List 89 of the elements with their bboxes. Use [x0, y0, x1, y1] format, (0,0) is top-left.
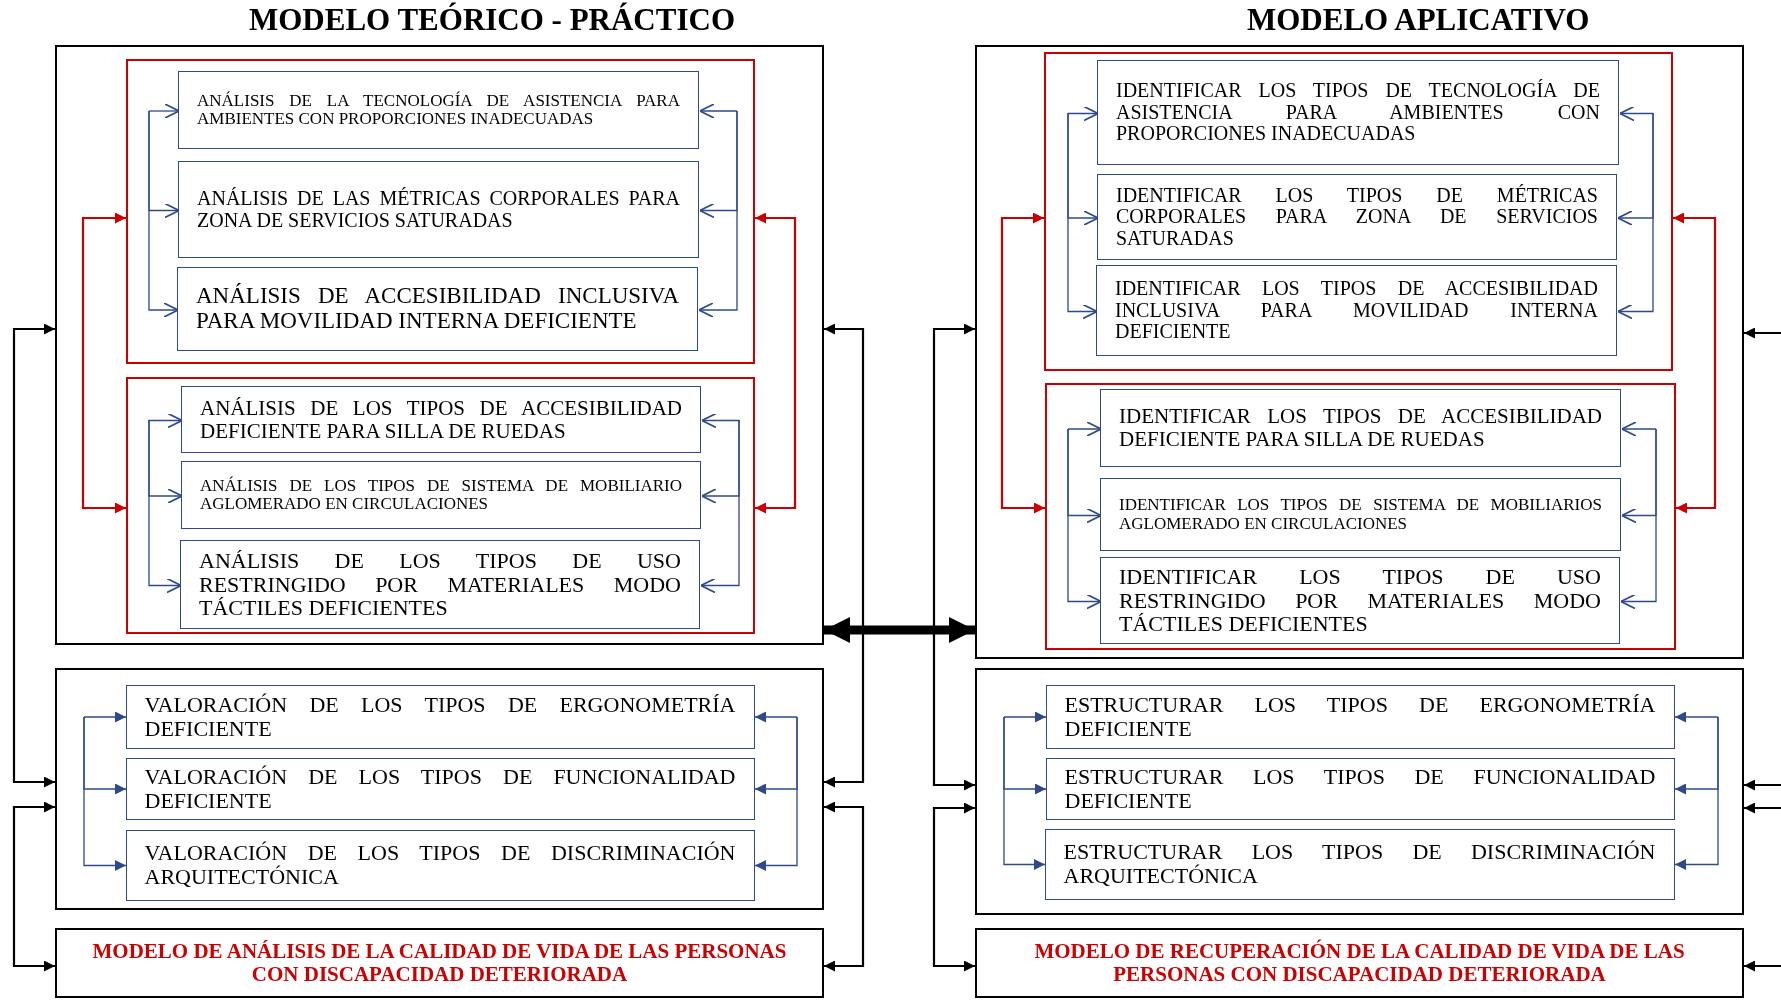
connector-arrow — [755, 212, 797, 514]
result-text: MODELO DE ANÁLISIS DE LA CALIDAD DE VIDA DE LAS PERSONAS CON DISCAPACIDAD DETERIORADA — [91, 940, 788, 986]
box-text: IDENTIFICAR LOS TIPOS DE USO RESTRINGIDO POR MATERIALES MODO TÁCTILES DEFICIENTES — [1119, 564, 1601, 637]
process-box — [125, 684, 755, 749]
connector-arrow — [148, 110, 179, 318]
connector-arrow — [824, 801, 865, 972]
process-box — [180, 540, 700, 629]
process-box — [1097, 174, 1617, 260]
connector-arrow — [1067, 428, 1102, 610]
connector-arrow — [148, 412, 183, 429]
connector-arrow — [754, 711, 798, 723]
connector-arrow — [699, 103, 738, 119]
box-text: IDENTIFICAR LOS TIPOS DE TECNOLOGÍA DE ASISTENCIA PARA AMBIENTES CON PROPORCIONES INADECUADAS — [1116, 80, 1600, 145]
connector-arrow — [1744, 960, 1781, 972]
process-box — [178, 161, 699, 258]
box-text: VALORACIÓN DE LOS TIPOS DE ERGONOMETRÍA DEFICIENTE — [144, 692, 736, 741]
result-box — [975, 928, 1744, 998]
column-heading: MODELO APLICATIVO — [1247, 2, 1590, 38]
section-frame — [55, 668, 824, 910]
box-text: IDENTIFICAR LOS TIPOS DE SISTEMA DE MOBILIARIOS AGLOMERADO EN CIRCULACIONES — [1119, 496, 1602, 533]
process-box — [178, 71, 699, 149]
box-text: VALORACIÓN DE LOS TIPOS DE DISCRIMINACIÓN ARQUITECTÓNICA — [144, 841, 736, 889]
connector-arrow — [12, 801, 55, 972]
connector-arrow — [1067, 421, 1102, 437]
section-frame — [975, 668, 1744, 915]
connector-arrow — [1617, 112, 1654, 320]
connector-arrow — [1744, 779, 1781, 791]
process-box — [177, 267, 698, 351]
process-box — [1045, 684, 1675, 749]
box-text: ANÁLISIS DE LAS MÉTRICAS CORPORALES PARA ZONA DE SERVICIOS SATURADAS — [197, 187, 680, 232]
box-text: ANÁLISIS DE ACCESIBILIDAD INCLUSIVA PARA MOVILIDAD INTERNA DEFICIENTE — [196, 284, 679, 334]
result-box — [55, 928, 824, 998]
process-box — [125, 757, 755, 820]
connector-arrow — [1067, 112, 1098, 320]
box-text: ANÁLISIS DE LOS TIPOS DE SISTEMA DE MOBILIARIO AGLOMERADO EN CIRCULACIONES — [200, 476, 682, 514]
section-frame — [55, 45, 824, 645]
column-heading: MODELO TEÓRICO - PRÁCTICO — [249, 2, 735, 38]
result-text: MODELO DE RECUPERACIÓN DE LA CALIDAD DE VIDA DE LAS PERSONAS CON DISCAPACIDAD DETERIORADA — [1033, 940, 1686, 986]
connector-arrow — [1000, 212, 1045, 514]
connector-arrow — [700, 419, 740, 594]
process-box — [1100, 389, 1621, 467]
connector-arrow — [148, 103, 180, 119]
box-text: IDENTIFICAR LOS TIPOS DE ACCESIBILIDAD DEFICIENTE PARA SILLA DE RUEDAS — [1119, 405, 1602, 451]
section-frame — [975, 45, 1744, 659]
box-text: ESTRUCTURAR LOS TIPOS DE DISCRIMINACIÓN ARQUITECTÓNICA — [1063, 840, 1656, 888]
connector-arrow — [701, 412, 740, 429]
box-text: ESTRUCTURAR LOS TIPOS DE ERGONOMETRÍA DEFICIENTE — [1064, 692, 1656, 741]
box-text: IDENTIFICAR LOS TIPOS DE ACCESIBILIDAD INCLUSIVA PARA MOVILIDAD INTERNA DEFICIENTE — [1115, 278, 1598, 343]
connector-arrow — [83, 716, 127, 871]
connector-arrow — [1621, 421, 1657, 437]
box-text: ANÁLISIS DE LOS TIPOS DE ACCESIBILIDAD DEFICIENTE PARA SILLA DE RUEDAS — [200, 396, 682, 443]
process-box — [1097, 60, 1619, 165]
connector-arrow — [1067, 105, 1099, 122]
box-text: ANÁLISIS DE LOS TIPOS DE USO RESTRINGIDO POR MATERIALES MODO TÁCTILES DEFICIENTES — [199, 548, 681, 621]
process-box — [181, 461, 701, 529]
process-box — [1044, 828, 1675, 900]
box-text: ESTRUCTURAR LOS TIPOS DE FUNCIONALIDAD DEFICIENTE — [1064, 764, 1656, 813]
connector-arrow — [1674, 716, 1719, 870]
connector-arrow — [81, 212, 126, 514]
connector-arrow — [824, 323, 865, 788]
connector-arrow — [698, 110, 738, 318]
double-arrow — [824, 617, 975, 643]
process-box — [1045, 757, 1675, 820]
connector-arrow — [1673, 212, 1717, 514]
connector-arrow — [1620, 428, 1657, 610]
connector-arrow — [148, 419, 182, 594]
process-box — [1096, 265, 1617, 356]
connector-arrow — [754, 716, 798, 871]
group-frame — [125, 376, 755, 634]
connector-arrow — [932, 323, 975, 791]
box-text: VALORACIÓN DE LOS TIPOS DE FUNCIONALIDAD DEFICIENTE — [144, 764, 736, 813]
box-text: IDENTIFICAR LOS TIPOS DE MÉTRICAS CORPORALES PARA ZONA DE SERVICIOS SATURADAS — [1116, 184, 1598, 250]
process-box — [1100, 478, 1621, 551]
connector-arrow — [12, 323, 55, 788]
process-box — [1100, 557, 1620, 644]
process-box — [125, 829, 755, 901]
group-frame — [1043, 51, 1673, 371]
connector-arrow — [1674, 711, 1719, 723]
connector-arrow — [1003, 711, 1047, 723]
group-frame — [1044, 382, 1676, 650]
connector-arrow — [1744, 327, 1781, 339]
process-box — [181, 386, 701, 453]
connector-arrow — [1619, 105, 1654, 122]
box-text: ANÁLISIS DE LA TECNOLOGÍA DE ASISTENCIA PARA AMBIENTES CON PROPORCIONES INADECUADAS — [197, 91, 680, 129]
connector-arrow — [932, 802, 975, 972]
connector-arrow — [1744, 802, 1781, 814]
group-frame — [125, 58, 755, 364]
connector-arrow — [1003, 716, 1046, 870]
connector-arrow — [83, 711, 127, 723]
